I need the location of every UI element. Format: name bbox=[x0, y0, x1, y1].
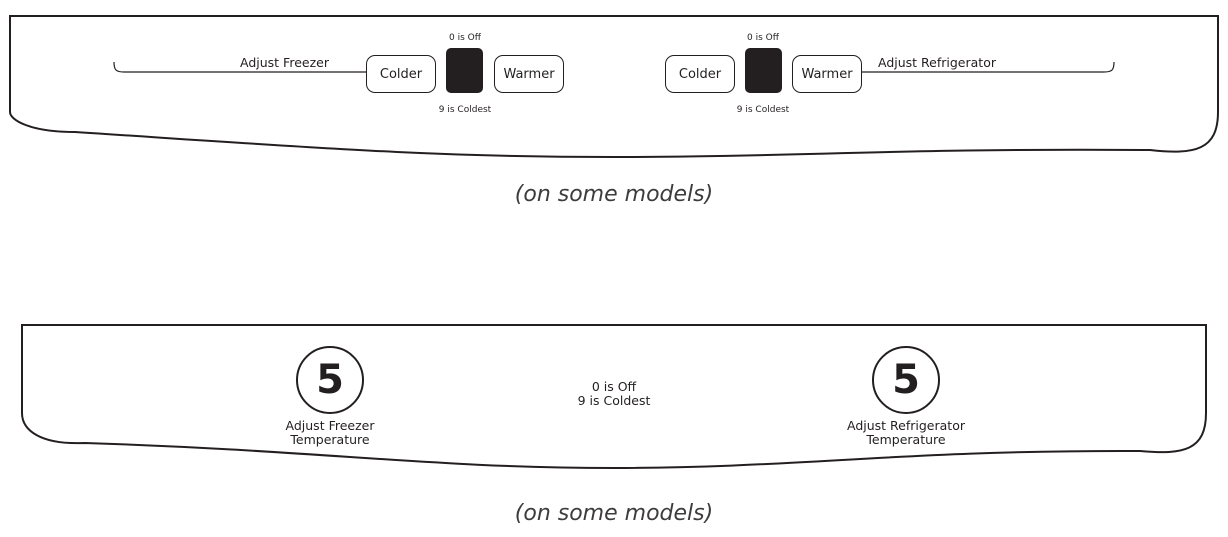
refrigerator-warmer-button[interactable]: Warmer bbox=[792, 55, 862, 93]
refrigerator-coldest-note: 9 is Coldest bbox=[736, 105, 790, 115]
top-panel-outline bbox=[9, 15, 1219, 159]
scale-note-line2: 9 is Coldest bbox=[577, 393, 651, 408]
freezer-dial[interactable]: 5 bbox=[296, 346, 364, 414]
freezer-dial-label-line2: Temperature bbox=[290, 432, 370, 447]
freezer-setting-display bbox=[446, 48, 483, 93]
refrigerator-bracket-line bbox=[862, 61, 1115, 73]
bottom-caption: (on some models) bbox=[514, 501, 714, 526]
freezer-coldest-note: 9 is Coldest bbox=[438, 105, 492, 115]
refrigerator-dial-label-line1: Adjust Refrigerator bbox=[847, 418, 965, 433]
freezer-warmer-button[interactable]: Warmer bbox=[494, 55, 564, 93]
freezer-off-note: 0 is Off bbox=[449, 33, 481, 43]
refrigerator-colder-button[interactable]: Colder bbox=[665, 55, 735, 93]
freezer-colder-button[interactable]: Colder bbox=[366, 55, 436, 93]
refrigerator-label: Adjust Refrigerator bbox=[878, 55, 996, 70]
freezer-dial-label-line1: Adjust Freezer bbox=[285, 418, 375, 433]
freezer-label: Adjust Freezer bbox=[240, 55, 329, 70]
refrigerator-dial-label-line2: Temperature bbox=[866, 432, 946, 447]
freezer-bracket-line bbox=[113, 61, 366, 73]
scale-note-line1: 0 is Off bbox=[591, 379, 637, 394]
bottom-panel-outline bbox=[21, 324, 1207, 470]
top-caption: (on some models) bbox=[514, 182, 714, 207]
refrigerator-setting-display bbox=[745, 48, 782, 93]
refrigerator-off-note: 0 is Off bbox=[747, 33, 779, 43]
refrigerator-dial[interactable]: 5 bbox=[872, 346, 940, 414]
